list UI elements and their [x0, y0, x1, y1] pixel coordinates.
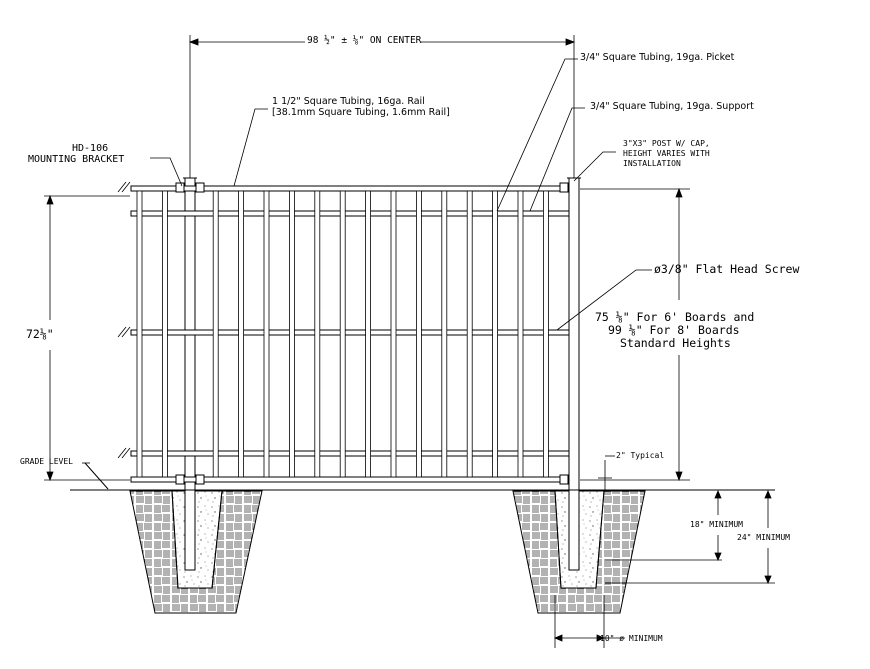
picket: [390, 190, 397, 478]
picket: [517, 190, 524, 478]
rails: [130, 185, 570, 483]
post-label-line1: 3"X3" POST W/ CAP,: [623, 139, 710, 148]
height-label: 72⅛": [26, 327, 54, 341]
picket: [441, 190, 448, 478]
min-diameter-label: 10" ø MINIMUM: [600, 634, 663, 643]
support-label: 3/4" Square Tubing, 19ga. Support: [590, 101, 754, 112]
leader-lines: [82, 58, 652, 464]
picket: [365, 190, 372, 478]
rail-label-line1: 1 1/2" Square Tubing, 16ga. Rail: [272, 96, 425, 107]
min-18-label: 18" MINIMUM: [690, 520, 743, 529]
grade-level-label: GRADE LEVEL: [20, 457, 73, 466]
boards-label-line3: Standard Heights: [620, 336, 731, 350]
upper-mid-rail: [130, 210, 570, 217]
left-footing: [129, 490, 263, 614]
screw-label: ø3/8" Flat Head Screw: [654, 262, 800, 276]
picket: [136, 190, 143, 478]
brackets: [175, 182, 569, 485]
rail-label-line2: [38.1mm Square Tubing, 1.6mm Rail]: [272, 107, 450, 118]
post-label-line3: INSTALLATION: [623, 159, 681, 168]
picket: [492, 190, 499, 478]
picket: [263, 190, 270, 478]
middle-rail: [130, 329, 570, 336]
picket: [161, 190, 168, 478]
picket: [466, 190, 473, 478]
pickets: [136, 190, 549, 478]
board-height-dimension: [580, 187, 690, 482]
picket: [288, 190, 295, 478]
picket: [543, 190, 549, 478]
picket: [212, 190, 219, 478]
typical-gap-label: 2" Typical: [616, 451, 665, 460]
picket-label: 3/4" Square Tubing, 19ga. Picket: [580, 52, 735, 63]
picket: [415, 190, 422, 478]
typical-gap-dimension: [598, 455, 615, 492]
top-rail: [130, 185, 570, 192]
diameter-dimension: [553, 595, 625, 648]
bracket-label-line2: MOUNTING BRACKET: [28, 154, 125, 165]
min-24-label: 24" MINIMUM: [737, 533, 790, 542]
break-marks: [117, 181, 131, 459]
picket: [314, 190, 321, 478]
picket: [339, 190, 346, 478]
boards-label-line1: 75 ⅛" For 6' Boards and: [595, 310, 755, 324]
boards-label-line2: 99 ⅛" For 8' Boards: [608, 323, 740, 337]
picket: [238, 190, 245, 478]
post-label-line2: HEIGHT VARIES WITH: [623, 149, 710, 158]
depth-dimensions: [605, 489, 775, 585]
on-center-label: 98 ½" ± ⅛" ON CENTER: [307, 35, 422, 46]
lower-rail: [130, 450, 570, 457]
height-dimension: [44, 194, 130, 482]
bracket-label-line1: HD-106: [72, 143, 109, 154]
bottom-rail: [130, 476, 570, 483]
